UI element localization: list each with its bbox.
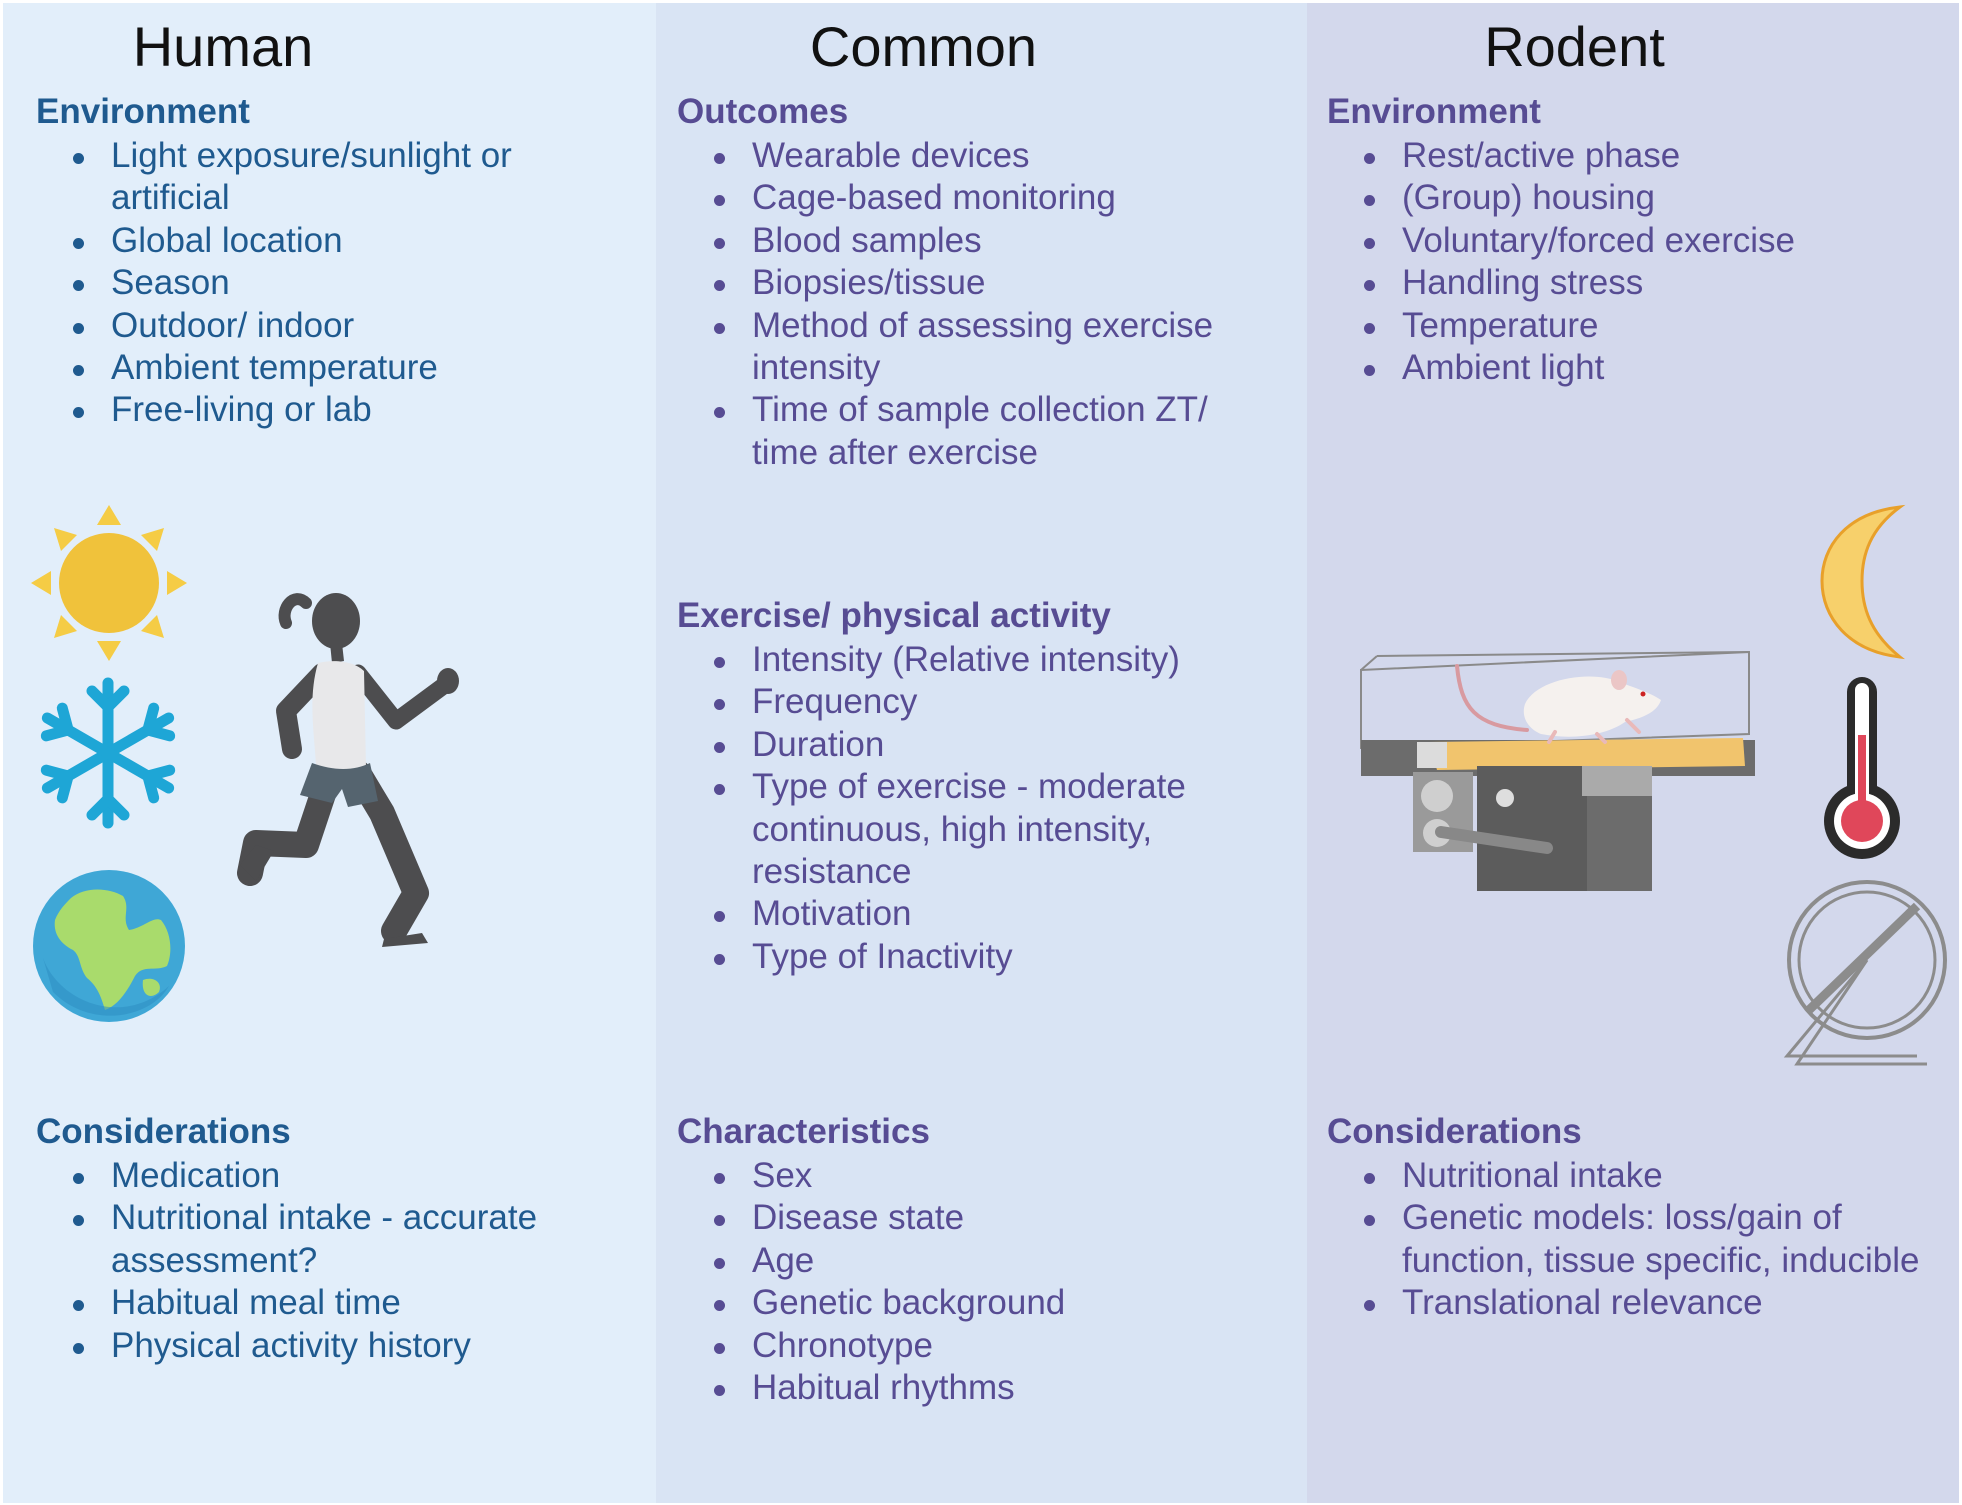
list-item: Voluntary/forced exercise bbox=[1364, 220, 1962, 262]
human-environment-heading: Environment bbox=[36, 92, 250, 131]
globe-icon bbox=[33, 870, 185, 1022]
common-outcomes-list: Wearable devices Cage-based monitoring B… bbox=[677, 135, 1272, 474]
snowflake-icon bbox=[40, 677, 176, 829]
list-item: Nutritional intake - accurate assessment… bbox=[73, 1197, 631, 1282]
list-item: Handling stress bbox=[1364, 262, 1962, 304]
treadmill-mouse-icon bbox=[1360, 650, 1755, 891]
list-item: Biopsies/tissue bbox=[714, 262, 1272, 304]
list-item: Chronotype bbox=[714, 1325, 1272, 1367]
list-item: Cage-based monitoring bbox=[714, 177, 1272, 219]
list-item: (Group) housing bbox=[1364, 177, 1962, 219]
human-considerations-list: Medication Nutritional intake - accurate… bbox=[36, 1155, 631, 1367]
list-item: Temperature bbox=[1364, 305, 1962, 347]
sun-icon bbox=[31, 505, 187, 661]
list-item: Ambient temperature bbox=[73, 347, 631, 389]
list-item: Season bbox=[73, 262, 631, 304]
list-item: Time of sample collection ZT/ time after… bbox=[714, 389, 1272, 474]
rodent-considerations-section: Considerations Nutritional intake Geneti… bbox=[1327, 1111, 1947, 1325]
list-item: Global location bbox=[73, 220, 631, 262]
common-exercise-section: Exercise/ physical activity Intensity (R… bbox=[677, 595, 1297, 978]
rodent-environment-list: Rest/active phase (Group) housing Volunt… bbox=[1327, 135, 1962, 389]
list-item: Ambient light bbox=[1364, 347, 1962, 389]
common-characteristics-section: Characteristics Sex Disease state Age Ge… bbox=[677, 1111, 1297, 1409]
human-considerations-heading: Considerations bbox=[36, 1112, 291, 1151]
list-item: Sex bbox=[714, 1155, 1272, 1197]
list-item: Duration bbox=[714, 724, 1272, 766]
human-column: Human Environment Light exposure/sunligh… bbox=[3, 3, 656, 1503]
human-considerations-section: Considerations Medication Nutritional in… bbox=[36, 1111, 656, 1367]
list-item: Light exposure/sunlight or artificial bbox=[73, 135, 631, 220]
rodent-considerations-list: Nutritional intake Genetic models: loss/… bbox=[1327, 1155, 1922, 1325]
list-item: Motivation bbox=[714, 893, 1272, 935]
list-item: Medication bbox=[73, 1155, 631, 1197]
list-item: Intensity (Relative intensity) bbox=[714, 639, 1272, 681]
list-item: Free-living or lab bbox=[73, 389, 631, 431]
list-item: Type of exercise - moderate continuous, … bbox=[714, 766, 1272, 893]
common-characteristics-heading: Characteristics bbox=[677, 1112, 930, 1151]
list-item: Nutritional intake bbox=[1364, 1155, 1922, 1197]
common-column-title: Common bbox=[809, 15, 1038, 78]
common-exercise-heading: Exercise/ physical activity bbox=[677, 596, 1111, 635]
rodent-considerations-heading: Considerations bbox=[1327, 1112, 1582, 1151]
list-item: Genetic models: loss/gain of function, t… bbox=[1364, 1197, 1922, 1282]
list-item: Habitual meal time bbox=[73, 1282, 631, 1324]
list-item: Translational relevance bbox=[1364, 1282, 1922, 1324]
list-item: Disease state bbox=[714, 1197, 1272, 1239]
rodent-environment-section: Environment Rest/active phase (Group) ho… bbox=[1327, 91, 1947, 389]
common-exercise-list: Intensity (Relative intensity) Frequency… bbox=[677, 639, 1272, 978]
list-item: Type of Inactivity bbox=[714, 936, 1272, 978]
list-item: Genetic background bbox=[714, 1282, 1272, 1324]
list-item: Habitual rhythms bbox=[714, 1367, 1272, 1409]
common-column: Common Outcomes Wearable devices Cage-ba… bbox=[656, 3, 1307, 1503]
rodent-environment-heading: Environment bbox=[1327, 92, 1541, 131]
human-column-title: Human bbox=[132, 15, 314, 78]
common-outcomes-heading: Outcomes bbox=[677, 92, 849, 131]
list-item: Frequency bbox=[714, 681, 1272, 723]
list-item: Outdoor/ indoor bbox=[73, 305, 631, 347]
common-characteristics-list: Sex Disease state Age Genetic background… bbox=[677, 1155, 1272, 1409]
list-item: Wearable devices bbox=[714, 135, 1272, 177]
moon-icon bbox=[1820, 504, 1906, 660]
human-environment-list: Light exposure/sunlight or artificial Gl… bbox=[36, 135, 631, 432]
common-outcomes-section: Outcomes Wearable devices Cage-based mon… bbox=[677, 91, 1297, 474]
rodent-column: Rodent Environment Rest/active phase (Gr… bbox=[1307, 3, 1959, 1503]
running-wheel-icon bbox=[1783, 880, 1947, 1066]
rodent-column-title: Rodent bbox=[1484, 15, 1665, 78]
thermometer-icon bbox=[1824, 677, 1900, 859]
human-environment-section: Environment Light exposure/sunlight or a… bbox=[36, 91, 656, 432]
runner-icon bbox=[237, 593, 459, 947]
list-item: Age bbox=[714, 1240, 1272, 1282]
list-item: Blood samples bbox=[714, 220, 1272, 262]
list-item: Method of assessing exercise intensity bbox=[714, 305, 1272, 390]
list-item: Physical activity history bbox=[73, 1325, 631, 1367]
list-item: Rest/active phase bbox=[1364, 135, 1962, 177]
